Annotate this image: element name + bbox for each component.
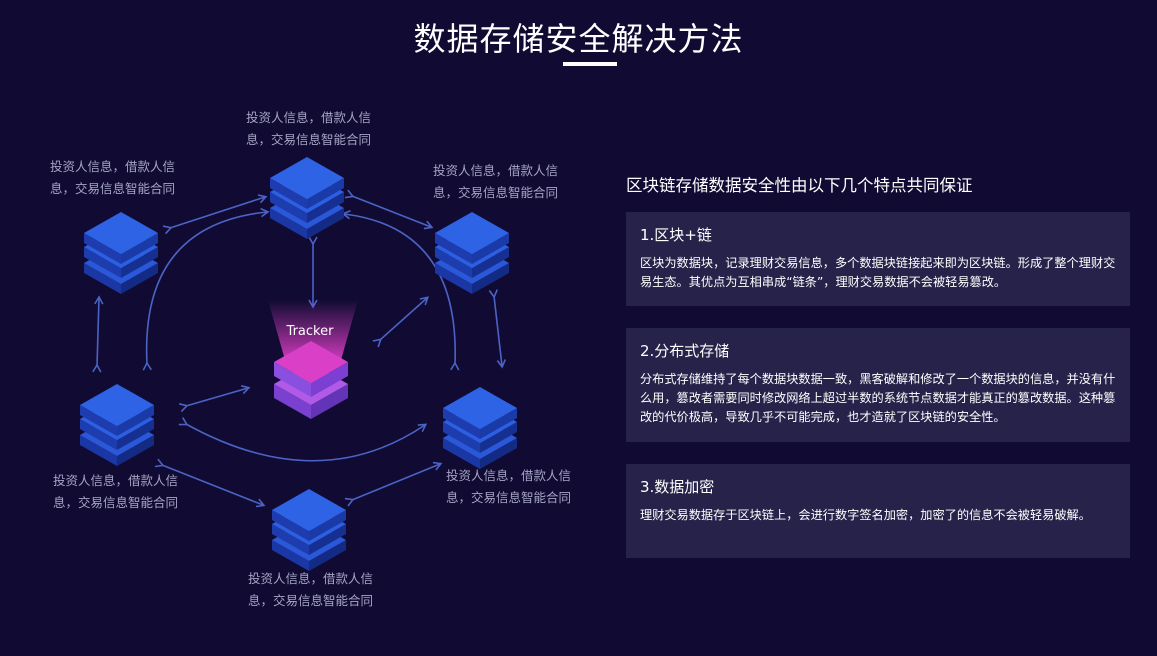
tracker-node: Tracker [268, 300, 358, 419]
connection-arrow [142, 207, 270, 371]
node-label: 投资人信息，借款人信 息，交易信息智能合同 [433, 163, 559, 200]
connection-arrow [154, 458, 266, 508]
tracker-label: Tracker [286, 324, 335, 339]
node-label: 投资人信息，借款人信 息，交易信息智能合同 [53, 473, 179, 510]
connection-arrow [344, 189, 434, 230]
page-title: 数据存储安全解决方法 [413, 20, 744, 58]
connection-arrow [92, 295, 104, 373]
card-body: 区块为数据块，记录理财交易信息，多个数据块链接起来即为区块链。形成了整个理财交易… [640, 256, 1116, 289]
node-label: 投资人信息，借款人信 息，交易信息智能合同 [446, 468, 572, 505]
blockchain-node-icon [443, 387, 517, 469]
connection-arrow [344, 461, 443, 507]
panel-heading: 区块链存储数据安全性由以下几个特点共同保证 [626, 176, 973, 195]
blockchain-node-icon [84, 212, 158, 294]
connection-arrow [178, 385, 251, 413]
card-body: 分布式存储维持了每个数据块数据一致，黑客破解和修改了一个数据块的信息，并没有什么… [640, 372, 1116, 424]
node-label: 投资人信息，借款人信 息，交易信息智能合同 [248, 571, 374, 608]
connection-arrow [178, 417, 428, 462]
card-title: 3.数据加密 [640, 478, 715, 496]
node-label: 投资人信息，借款人信 息，交易信息智能合同 [246, 110, 372, 147]
blockchain-node-icon [272, 489, 346, 571]
node-label: 投资人信息，借款人信 息，交易信息智能合同 [50, 159, 176, 196]
blockchain-node-icon [435, 212, 509, 294]
blockchain-network-diagram: Tracker [80, 157, 517, 571]
blockchain-node-icon [80, 384, 154, 466]
card-title: 1.区块+链 [640, 226, 712, 244]
card-body: 理财交易数据存于区块链上，会进行数字签名加密，加密了的信息不会被轻易破解。 [640, 508, 1091, 522]
feature-card-chain: 1.区块+链 区块为数据块，记录理财交易信息，多个数据块链接起来即为区块链。形成… [626, 212, 1130, 306]
connection-arrow [372, 296, 429, 348]
card-title: 2.分布式存储 [640, 342, 730, 360]
feature-card-encryption: 3.数据加密 理财交易数据存于区块链上，会进行数字签名加密，加密了的信息不会被轻… [626, 464, 1130, 558]
network-nodes [80, 157, 517, 571]
title-underline [563, 62, 617, 66]
connection-arrow [162, 194, 268, 235]
feature-card-distributed-storage: 2.分布式存储 分布式存储维持了每个数据块数据一致，黑客破解和修改了一个数据块的… [626, 328, 1130, 442]
network-arrows [92, 189, 507, 508]
connection-arrow [488, 289, 507, 369]
blockchain-node-icon [270, 157, 344, 239]
tracker-beam [268, 300, 358, 360]
